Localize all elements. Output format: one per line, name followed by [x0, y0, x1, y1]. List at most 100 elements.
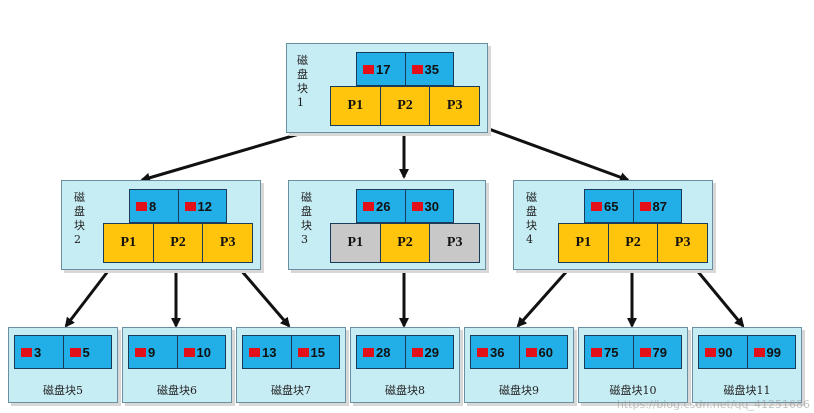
key-value: 29 — [424, 344, 439, 360]
key-row: 28 29 — [356, 335, 454, 369]
key-value: 35 — [424, 61, 439, 77]
key-cell: 90 — [699, 336, 748, 368]
key-cell: 13 — [243, 336, 292, 368]
key-cell: 10 — [178, 336, 226, 368]
key-value: 9 — [148, 344, 156, 360]
key-value: 13 — [262, 344, 277, 360]
edge-root-p3 — [477, 123, 630, 182]
disk-block-7: 13 15 磁盘块7 — [236, 327, 346, 403]
key-value: 30 — [424, 198, 439, 214]
pointer-p1: P1 — [104, 224, 154, 262]
key-value: 10 — [196, 344, 211, 360]
key-cell: 15 — [292, 336, 340, 368]
key-cell: 8 — [130, 190, 179, 222]
leaf-label: 磁盘块6 — [157, 384, 197, 397]
pointer-p2: P2 — [153, 224, 204, 262]
disk-block-11: 90 99 磁盘块11 — [692, 327, 802, 403]
key-value: 65 — [604, 198, 619, 214]
pointer-row: P1 P2 P3 — [558, 223, 708, 263]
edge-n2-p1 — [64, 261, 117, 328]
key-cell: 60 — [520, 336, 568, 368]
disk-block-1: 磁 盘 块 1 17 35 P1 P2 P3 — [286, 43, 488, 133]
node-label: 磁 盘 块 4 — [526, 191, 537, 246]
leaf-label: 磁盘块10 — [609, 384, 657, 397]
key-value: 28 — [376, 344, 391, 360]
pointer-p2: P2 — [380, 87, 431, 125]
key-row: 65 87 — [584, 189, 682, 223]
record-marker-icon — [363, 201, 374, 211]
pointer-p3: P3 — [430, 224, 480, 262]
disk-block-8: 28 29 磁盘块8 — [350, 327, 460, 403]
record-marker-icon — [639, 201, 651, 211]
node-label: 磁 盘 块 1 — [297, 54, 308, 109]
key-cell: 87 — [634, 190, 682, 222]
key-value: 3 — [34, 344, 42, 360]
key-row: 13 15 — [242, 335, 340, 369]
record-marker-icon — [249, 347, 260, 357]
pointer-row: P1 P2 P3 — [330, 223, 480, 263]
leaf-label: 磁盘块8 — [385, 384, 425, 397]
disk-block-6: 9 10 磁盘块6 — [122, 327, 232, 403]
key-cell: 75 — [585, 336, 634, 368]
pointer-row: P1 P2 P3 — [330, 86, 480, 126]
node-label: 磁 盘 块 3 — [301, 191, 312, 246]
record-marker-icon — [753, 347, 765, 357]
key-cell: 29 — [406, 336, 454, 368]
key-cell: 65 — [585, 190, 634, 222]
leaf-label: 磁盘块5 — [43, 384, 83, 397]
key-value: 79 — [652, 344, 667, 360]
edge-root-p1 — [140, 123, 331, 183]
record-marker-icon — [136, 201, 147, 211]
key-cell: 30 — [406, 190, 454, 222]
record-marker-icon — [477, 347, 488, 357]
key-row: 8 12 — [129, 189, 227, 223]
key-value: 75 — [604, 344, 619, 360]
disk-block-9: 36 60 磁盘块9 — [464, 327, 574, 403]
key-value: 60 — [538, 344, 553, 360]
record-marker-icon — [525, 347, 537, 357]
key-row: 36 60 — [470, 335, 568, 369]
key-row: 75 79 — [584, 335, 682, 369]
node-label: 磁 盘 块 2 — [74, 191, 85, 246]
key-cell: 26 — [357, 190, 406, 222]
key-cell: 28 — [357, 336, 406, 368]
record-marker-icon — [591, 347, 602, 357]
pointer-p3: P3 — [203, 224, 253, 262]
record-marker-icon — [411, 201, 423, 211]
key-cell: 5 — [64, 336, 112, 368]
leaf-label: 磁盘块7 — [271, 384, 311, 397]
record-marker-icon — [297, 347, 309, 357]
disk-block-10: 75 79 磁盘块10 — [578, 327, 688, 403]
key-row: 9 10 — [128, 335, 226, 369]
leaf-label: 磁盘块11 — [723, 384, 771, 397]
pointer-p1: P1 — [559, 224, 609, 262]
record-marker-icon — [411, 64, 423, 74]
key-value: 8 — [149, 198, 157, 214]
pointer-p1: P1 — [331, 224, 381, 262]
key-value: 99 — [766, 344, 781, 360]
disk-block-3: 磁 盘 块 3 26 30 P1 P2 P3 — [288, 180, 486, 270]
record-marker-icon — [135, 347, 146, 357]
record-marker-icon — [705, 347, 716, 357]
key-cell: 17 — [357, 53, 406, 85]
key-cell: 9 — [129, 336, 178, 368]
key-value: 17 — [376, 61, 391, 77]
record-marker-icon — [363, 347, 374, 357]
key-value: 36 — [490, 344, 505, 360]
record-marker-icon — [21, 347, 32, 357]
pointer-p1: P1 — [331, 87, 381, 125]
key-row: 90 99 — [698, 335, 796, 369]
record-marker-icon — [69, 347, 81, 357]
key-cell: 79 — [634, 336, 682, 368]
leaf-label: 磁盘块9 — [499, 384, 539, 397]
record-marker-icon — [639, 347, 651, 357]
record-marker-icon — [184, 201, 196, 211]
pointer-p3: P3 — [430, 87, 480, 125]
key-cell: 3 — [15, 336, 64, 368]
edge-n4-p3 — [688, 261, 745, 328]
edge-n4-p1 — [516, 261, 577, 328]
key-value: 87 — [652, 198, 667, 214]
edge-n2-p3 — [232, 261, 291, 328]
